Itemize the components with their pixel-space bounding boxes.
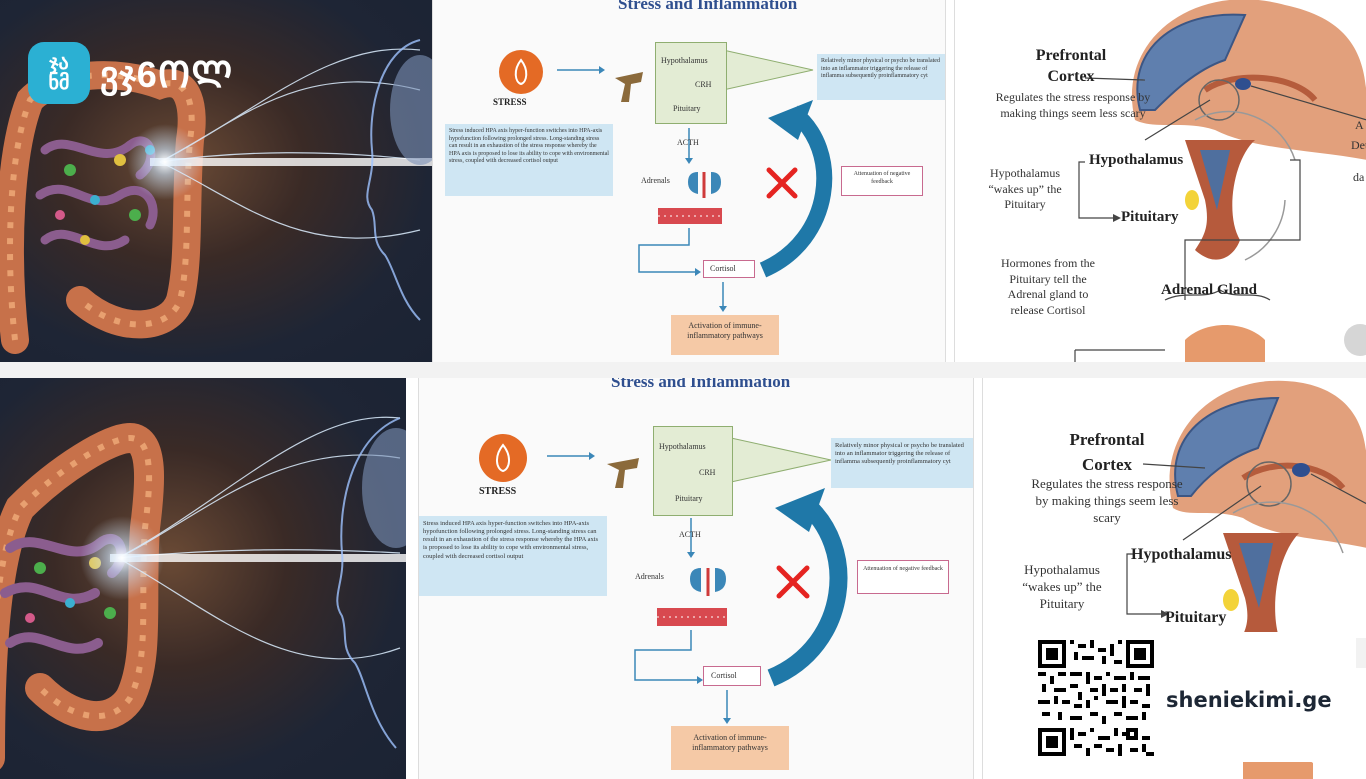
crh-label: CRH xyxy=(695,80,712,89)
pituitary-label: Pituitary xyxy=(673,104,701,113)
prefrontal-desc: Regulates the stress response by making … xyxy=(995,90,1151,120)
hypothalamus-label: Hypothalamus xyxy=(661,56,708,65)
prefrontal-cortex-label-2: Prefrontal Cortex xyxy=(1069,430,1145,474)
edge-text-3: da xyxy=(1353,170,1365,184)
prefrontal-cortex-label: Prefrontal Cortex xyxy=(1035,47,1107,85)
edge-text-2: Det xyxy=(1351,138,1366,152)
acth-label: ACTH xyxy=(677,138,699,147)
prefrontal-desc-2: Regulates the stress response by making … xyxy=(1031,476,1183,525)
gut-brain-illustration-2 xyxy=(0,378,406,779)
cortisol-box xyxy=(703,260,755,278)
acth-label-2: ACTH xyxy=(679,530,701,539)
top-image-band: Stress and Inflammation STRESS xyxy=(0,0,1366,362)
hypothalamus-label-right-2: Hypothalamus xyxy=(1131,546,1232,563)
activation-box: Activation of immune-inflammatory pathwa… xyxy=(671,315,779,355)
pituitary-label-right-2: Pituitary xyxy=(1165,609,1227,626)
diagram-title-2: Stress and Inflammation xyxy=(611,378,791,391)
callout-right: Relatively minor physical or psycho be t… xyxy=(817,54,945,100)
stress-label-2: STRESS xyxy=(479,486,517,497)
stress-inflammation-diagram: Stress and Inflammation STRESS xyxy=(432,0,946,362)
qr-promo-card[interactable]: sheniekimi.ge xyxy=(1030,632,1356,762)
qr-code-icon xyxy=(1038,640,1154,756)
hypothalamus-desc-2: Hypothalamus “wakes up” the Pituitary xyxy=(1022,562,1102,611)
brain-stress-diagram: Prefrontal Cortex Regulates the stress r… xyxy=(954,0,1366,362)
crh-label-2: CRH xyxy=(699,468,716,477)
callout-left: Stress induced HPA axis hyper-function s… xyxy=(445,124,613,196)
bottom-image-band: Stress and Inflammation STRESS xyxy=(0,378,1366,779)
hypothalamus-pituitary-box-2 xyxy=(653,426,733,516)
stress-inflammation-diagram-2: Stress and Inflammation STRESS xyxy=(418,378,974,779)
feedback-box: Attenuation of negative feedback xyxy=(841,166,923,196)
adrenals-label: Adrenals xyxy=(641,176,670,185)
hypothalamus-desc: Hypothalamus “wakes up” the Pituitary xyxy=(988,166,1062,212)
cortisol-label: Cortisol xyxy=(710,264,736,273)
hypothalamus-label-right: Hypothalamus xyxy=(1089,152,1184,168)
pituitary-label-2: Pituitary xyxy=(675,494,703,503)
logo-wordmark: ვჯ6ᲝᲚ xyxy=(100,53,234,95)
hypothalamus-pituitary-box xyxy=(655,42,727,124)
gut-brain-illustration xyxy=(0,0,432,362)
hormones-desc: Hormones from the Pituitary tell the Adr… xyxy=(1001,256,1095,317)
cortisol-box-2 xyxy=(703,666,761,686)
diagram-title: Stress and Inflammation xyxy=(618,0,798,13)
pituitary-label-right: Pituitary xyxy=(1121,209,1179,225)
edge-text-1: A xyxy=(1355,118,1364,132)
adrenals-label-2: Adrenals xyxy=(635,572,664,581)
stress-label: STRESS xyxy=(493,97,527,107)
cortisol-label-2: Cortisol xyxy=(711,671,737,680)
callout-right-2: Relatively minor physical or psycho be t… xyxy=(831,438,973,488)
feedback-box-2: Attenuation of negative feedback xyxy=(857,560,949,594)
site-url[interactable]: sheniekimi.ge xyxy=(1166,688,1332,712)
hypothalamus-label-2: Hypothalamus xyxy=(659,442,706,451)
activation-box-2: Activation of immune-inflammatory pathwa… xyxy=(671,726,789,770)
image-divider xyxy=(0,362,1366,378)
adrenal-gland-label: Adrenal Gland xyxy=(1161,282,1257,298)
callout-left-2: Stress induced HPA axis hyper-function s… xyxy=(419,516,607,596)
